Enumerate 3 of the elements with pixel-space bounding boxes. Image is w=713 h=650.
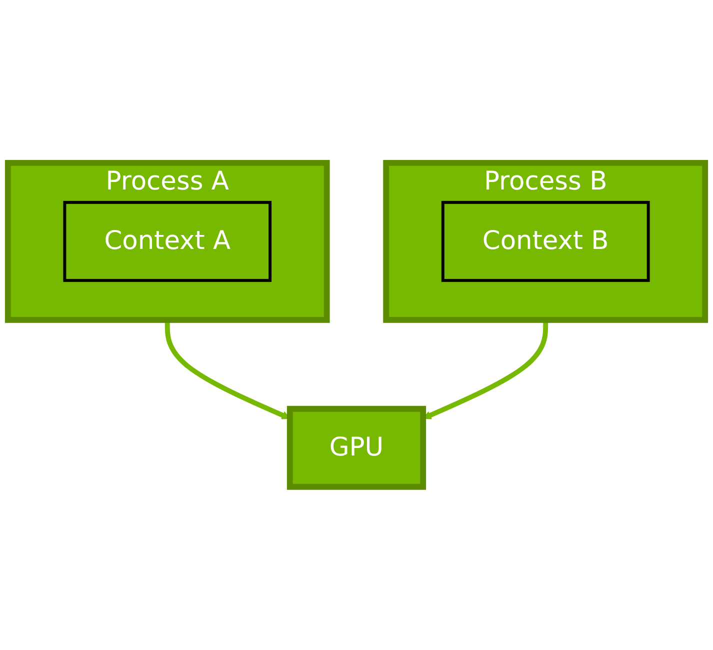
node-box: GPU <box>286 406 426 490</box>
node-box: Context A <box>63 201 272 282</box>
node-box: Context B <box>441 201 650 282</box>
